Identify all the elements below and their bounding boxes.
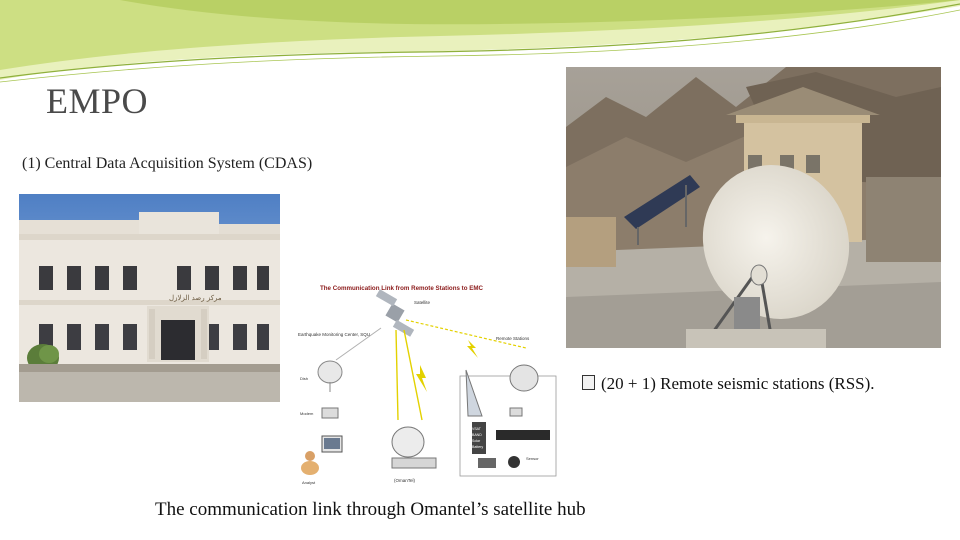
rss-line: (20 + 1) Remote seismic stations (RSS). bbox=[582, 374, 875, 394]
computer-icon bbox=[321, 435, 343, 453]
dish-label: Dish bbox=[300, 376, 308, 381]
modem-icon bbox=[321, 407, 339, 419]
bullet-glyph-icon bbox=[582, 375, 595, 390]
hub-label: (OmanTel) bbox=[394, 478, 416, 483]
swoosh-line-2 bbox=[0, 9, 960, 83]
building-sign: مركز رصد الزلازل bbox=[169, 294, 222, 302]
modem-label: Modem bbox=[300, 411, 314, 416]
equipment-label-2: BAND bbox=[472, 433, 482, 437]
diagram-title: The Communication Link from Remote Stati… bbox=[320, 285, 483, 292]
remote-station-photo bbox=[566, 67, 941, 348]
hub-dish-icon bbox=[391, 426, 437, 469]
rss-text: (20 + 1) Remote seismic stations (RSS). bbox=[601, 374, 875, 393]
header-swoosh bbox=[0, 0, 960, 83]
sensor-label: Sensor bbox=[526, 456, 539, 461]
swoosh-mid bbox=[0, 0, 960, 70]
equipment-label-1: VSAT bbox=[472, 427, 482, 431]
emc-dish-icon bbox=[317, 360, 343, 392]
remote-station-icon bbox=[459, 364, 557, 477]
slide-title: EMPO bbox=[46, 81, 149, 121]
analyst-icon bbox=[301, 451, 319, 475]
equipment-label-3: Solar bbox=[472, 439, 481, 443]
communication-link-diagram: The Communication Link from Remote Stati… bbox=[296, 270, 558, 488]
analyst-label: Analyst bbox=[302, 480, 316, 485]
equipment-label-4: Battery bbox=[472, 445, 483, 449]
swoosh-line bbox=[0, 3, 960, 79]
satellite-icon bbox=[375, 289, 415, 337]
satellite-label: Satellite bbox=[414, 300, 431, 305]
cdas-building-photo: مركز رصد الزلازل bbox=[19, 194, 280, 402]
swoosh-dark bbox=[120, 0, 960, 25]
diagram-caption: The communication link through Omantel’s… bbox=[155, 499, 586, 520]
remote-stations-label: Remote Stations bbox=[496, 336, 530, 341]
slide-subtitle: (1) Central Data Acquisition System (CDA… bbox=[22, 155, 313, 172]
emc-label: Earthquake Monitoring Center, SQU bbox=[298, 332, 370, 337]
